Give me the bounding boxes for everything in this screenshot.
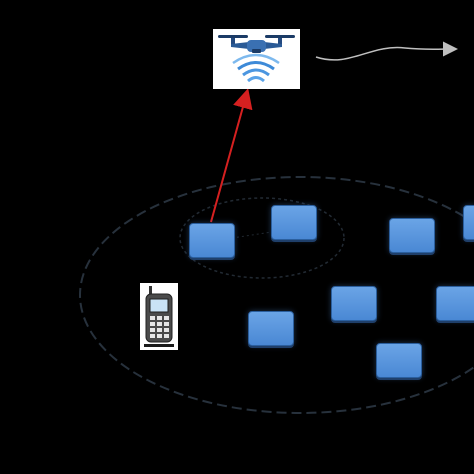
user-phone-node[interactable] xyxy=(140,283,178,350)
uav-node[interactable] xyxy=(213,29,300,89)
ground-cell[interactable] xyxy=(389,218,435,253)
ground-cell[interactable] xyxy=(436,286,474,321)
coverage-area-ring xyxy=(79,176,474,414)
ground-cell[interactable] xyxy=(248,311,294,346)
drone-icon xyxy=(218,35,295,53)
cluster-link xyxy=(231,231,273,239)
ground-cell[interactable] xyxy=(463,205,474,240)
wifi-signal-icon xyxy=(232,53,280,83)
mobile-phone-icon xyxy=(144,286,174,347)
ground-cell[interactable] xyxy=(271,205,317,240)
uplink-arrow xyxy=(210,88,253,223)
cluster-ring xyxy=(179,197,345,279)
ground-cell-selected[interactable] xyxy=(189,223,235,258)
trajectory-arrow xyxy=(315,41,458,61)
ground-cell[interactable] xyxy=(376,343,422,378)
ground-cell[interactable] xyxy=(331,286,377,321)
